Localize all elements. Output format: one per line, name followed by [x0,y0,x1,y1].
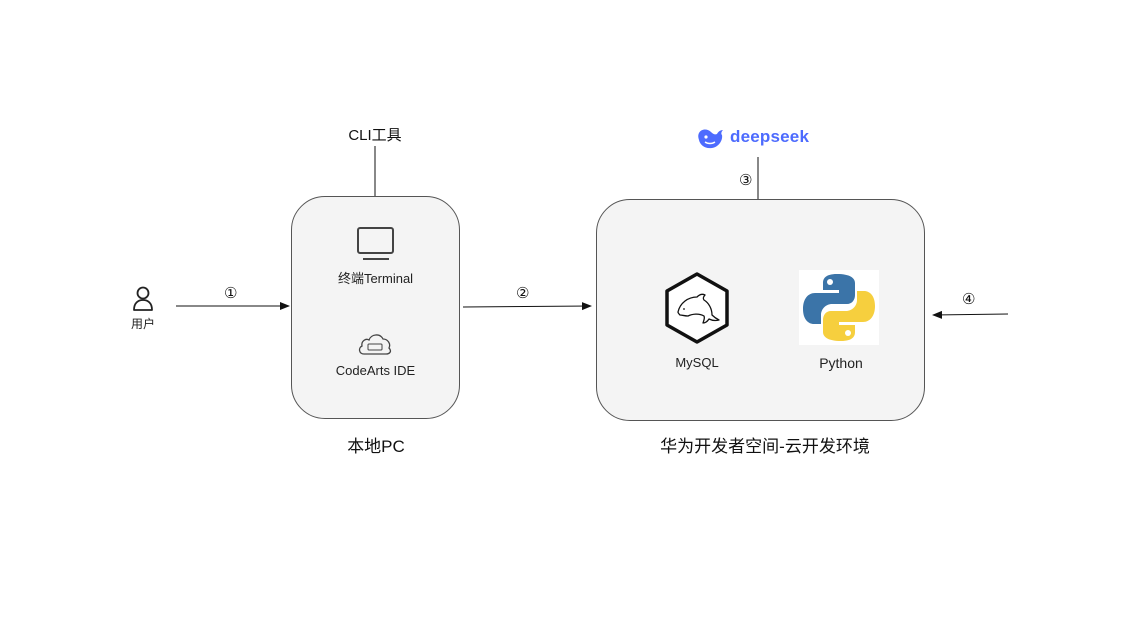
terminal-label: 终端Terminal [337,271,414,286]
deepseek-label: deepseek [730,127,810,146]
python-logo-icon [799,270,879,345]
cloud-env-title: 华为开发者空间-云开发环境 [660,437,870,456]
monitor-icon [357,227,394,260]
python-label: Python [819,355,863,371]
cloud-icon [358,334,392,355]
cli-tool-label: CLI工具 [348,127,402,144]
codearts-ide-label: CodeArts IDE [335,363,416,378]
person-icon [133,286,153,311]
arrow-external-to-cloud [932,310,1009,319]
deepseek-logo: deepseek [697,125,809,151]
local-pc-title: 本地PC [347,437,405,456]
mysql-label: MySQL [675,355,719,370]
step-2-label: ② [516,285,530,302]
user-node: 用户 [126,286,160,336]
arrow-local-pc-to-cloud [462,302,592,311]
whale-logo-icon [698,129,723,149]
step-4-label: ④ [962,291,976,308]
cloud-env-box: MySQL Python [596,199,925,421]
user-label: 用户 [130,317,155,331]
local-pc-box: 终端Terminal CodeArts IDE [291,196,460,419]
step-3-label: ③ [739,172,753,189]
step-1-label: ① [224,285,238,302]
dolphin-icon [665,272,729,344]
